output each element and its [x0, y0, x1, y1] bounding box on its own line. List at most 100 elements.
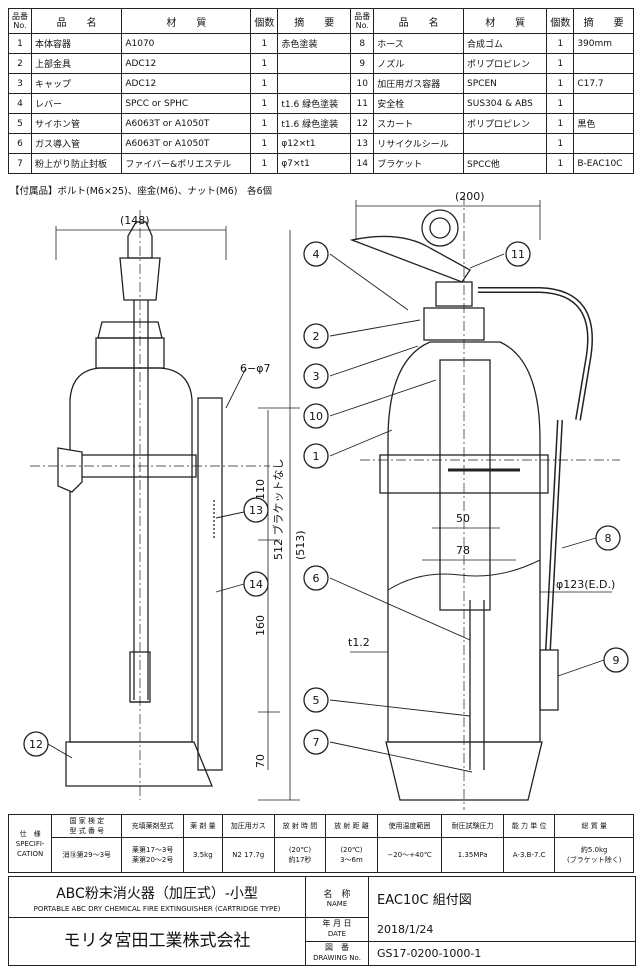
spec-header-cell: 薬 剤 量: [182, 814, 223, 838]
callout-5: 5: [313, 694, 320, 707]
spec-value-cell: 約5.0kg (ブラケット除く): [554, 837, 634, 873]
front-view: [349, 195, 620, 810]
dim-78: 78: [456, 544, 470, 557]
callout-6: 6: [313, 572, 320, 585]
drawing-name: EAC10C 組付図: [377, 893, 472, 908]
spec-header-cell: 総 質 量: [554, 814, 634, 838]
spec-header-cell: 放 射 距 離: [325, 814, 378, 838]
callout-13: 13: [249, 504, 263, 517]
parts-cell-qty: 1: [250, 153, 279, 174]
callout-14: 14: [249, 578, 263, 591]
parts-cell-remarks: B-EAC10C: [573, 153, 634, 174]
callout-labels: 4 2 3 10 1 11 6 5 7 8 9 12 13 14: [29, 248, 620, 751]
dim-t12: t1.2: [348, 636, 370, 649]
dim-148: (148): [120, 214, 150, 227]
side-view: [30, 210, 270, 800]
dim-50: 50: [456, 512, 470, 525]
accessories-note: 【付属品】ボルト(M6×25)、座金(M6)、ナット(M6) 各6個: [10, 186, 273, 197]
callout-3: 3: [313, 370, 320, 383]
date-label-en: DATE: [327, 930, 347, 938]
callout-11: 11: [511, 248, 525, 261]
parts-cell-name: 粉上がり防止封板: [30, 153, 123, 174]
callout-8: 8: [605, 532, 612, 545]
parts-cell-qty: 1: [250, 93, 279, 114]
header-remarks: 摘 要: [573, 8, 634, 34]
spec-value-cell: 3.5kg: [182, 837, 223, 873]
callout-1: 1: [313, 450, 320, 463]
date-label: 年 月 日: [322, 919, 352, 928]
drawing-no-label-en: DRAWING No.: [313, 954, 361, 962]
parts-cell-material: SPCC他: [463, 153, 548, 174]
header-material: 材 質: [121, 8, 252, 34]
parts-cell-qty: 1: [546, 153, 575, 174]
company-name: モリタ宮田工業株式会社: [9, 918, 306, 965]
header-name: 品 名: [30, 8, 123, 34]
header-qty: 個数: [250, 8, 279, 34]
drawing-no-label: 図 番: [325, 943, 349, 952]
title-block: ABC粉末消火器（加圧式）-小型 PORTABLE ABC DRY CHEMIC…: [8, 876, 636, 966]
spec-header-cell: 充填薬剤型式: [121, 814, 184, 838]
dim-160: 160: [254, 615, 267, 636]
spec-header-cell: 耐圧試験圧力: [441, 814, 504, 838]
spec-value-cell: (20℃) 3〜6m: [325, 837, 378, 873]
drawing-number: GS17-0200-1000-1: [377, 947, 482, 960]
dimension-labels: (148) (200) 6−φ7 512 ブラケットなし (513) 110 1…: [120, 190, 615, 768]
spec-header-cell: 能 力 単 位: [502, 814, 556, 838]
spec-value-cell: N2 17.7g: [221, 837, 275, 873]
product-title-jp: ABC粉末消火器（加圧式）-小型: [56, 886, 258, 902]
callout-12: 12: [29, 738, 43, 751]
name-label-cell: 名 称 NAME: [306, 877, 369, 918]
dim-70: 70: [254, 754, 267, 768]
callout-7: 7: [313, 736, 320, 749]
spec-value-cell: 1.35MPa: [441, 837, 504, 873]
spec-value-cell: A-3.B-7.C: [502, 837, 556, 873]
name-label-en: NAME: [326, 900, 348, 908]
dim-200: (200): [455, 190, 485, 203]
name-label: 名 称: [323, 890, 351, 900]
spec-value-cell: (20℃) 約17秒: [273, 837, 327, 873]
parts-cell-qty: 1: [546, 53, 575, 74]
spec-header-cell: 国 家 検 定 型 式 番 号: [51, 814, 123, 838]
dim-513: (513): [294, 530, 307, 560]
spec-value-cell: −20〜+40℃: [376, 837, 443, 873]
product-title-en: PORTABLE ABC DRY CHEMICAL FIRE EXTINGUIS…: [33, 905, 281, 913]
parts-cell-remarks: φ7×t1: [277, 153, 352, 174]
assembly-drawing: 4 2 3 10 1 11 6 5 7 8 9 12 13 14 (148) (…: [23, 190, 629, 810]
spec-header-cell: 放 射 時 間: [273, 814, 327, 838]
spec-label: 仕 様: [19, 829, 41, 838]
drawing-date: 2018/1/24: [377, 923, 434, 936]
callout-10: 10: [309, 410, 323, 423]
dim-110: 110: [254, 479, 267, 500]
spec-label-en: SPECIFI- CATION: [15, 839, 45, 858]
callout-circles: [23, 241, 629, 757]
spec-value-cell: 薬第17〜3号 薬第20〜2号: [121, 837, 184, 873]
date-label-cell: 年 月 日 DATE: [306, 918, 369, 942]
dim-123: φ123(E.D.): [556, 578, 615, 591]
spec-header-cell: 使用温度範囲: [376, 814, 443, 838]
parts-cell-material: ファイバー&ポリエステル: [121, 153, 252, 174]
dim-6phi7: 6−φ7: [240, 362, 270, 375]
parts-cell-no: 14: [350, 153, 375, 174]
dim-512: 512 ブラケットなし: [271, 459, 285, 561]
spec-value-cell: 消⑱第29〜3号: [51, 837, 123, 873]
header-material: 材 質: [463, 8, 548, 34]
callout-4: 4: [313, 248, 320, 261]
drawing-no-label-cell: 図 番 DRAWING No.: [306, 942, 369, 965]
callout-2: 2: [313, 330, 320, 343]
header-remarks: 摘 要: [277, 8, 352, 34]
callout-9: 9: [613, 654, 620, 667]
spec-header-cell: 加圧用ガス: [221, 814, 275, 838]
product-cell: ABC粉末消火器（加圧式）-小型 PORTABLE ABC DRY CHEMIC…: [9, 877, 306, 918]
